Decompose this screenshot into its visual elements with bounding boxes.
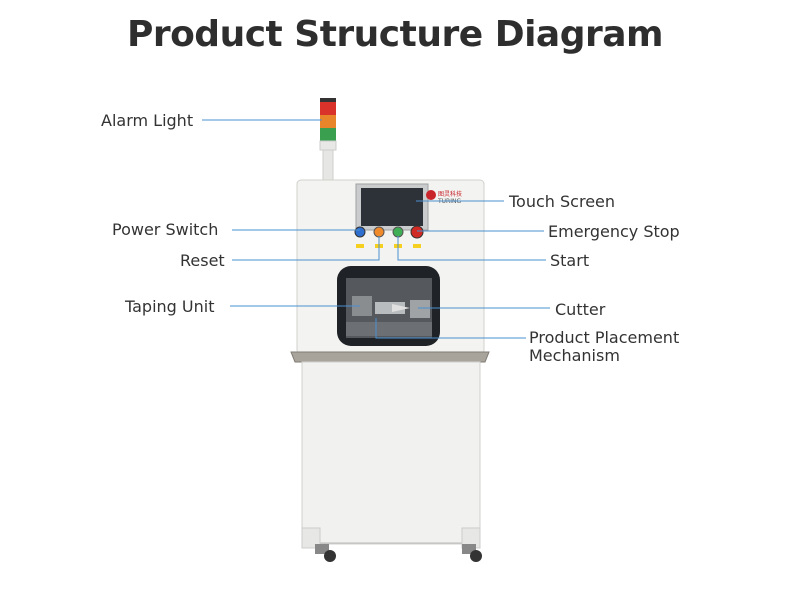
label-cutter: Cutter bbox=[555, 300, 606, 319]
control-buttons bbox=[354, 225, 424, 248]
label-product-placement-mechanism: Product Placement Mechanism bbox=[529, 329, 679, 365]
lower-cabinet bbox=[301, 361, 481, 549]
label-touch-screen: Touch Screen bbox=[509, 192, 616, 211]
touch-screen-panel bbox=[355, 183, 429, 231]
work-window bbox=[337, 266, 440, 346]
label-product-placement-line1: Product Placement bbox=[529, 328, 680, 347]
leader-product-placement bbox=[375, 318, 526, 339]
label-reset: Reset bbox=[180, 251, 225, 270]
leader-reset bbox=[232, 236, 380, 261]
caster-wheels bbox=[315, 544, 482, 562]
label-start: Start bbox=[550, 251, 590, 270]
diagram-title: Product Structure Diagram bbox=[126, 14, 664, 55]
label-taping-unit: Taping Unit bbox=[125, 297, 215, 316]
leader-lines bbox=[202, 119, 550, 339]
alarm-light-tower bbox=[319, 98, 337, 183]
leader-start bbox=[397, 236, 546, 261]
label-product-placement-line2: Mechanism bbox=[529, 346, 620, 365]
label-emergency-stop: Emergency Stop bbox=[548, 222, 680, 241]
table-top bbox=[290, 351, 490, 363]
label-power-switch: Power Switch bbox=[112, 220, 219, 239]
label-alarm-light: Alarm Light bbox=[101, 111, 194, 130]
brand-cn: 图灵科技 bbox=[438, 190, 462, 198]
